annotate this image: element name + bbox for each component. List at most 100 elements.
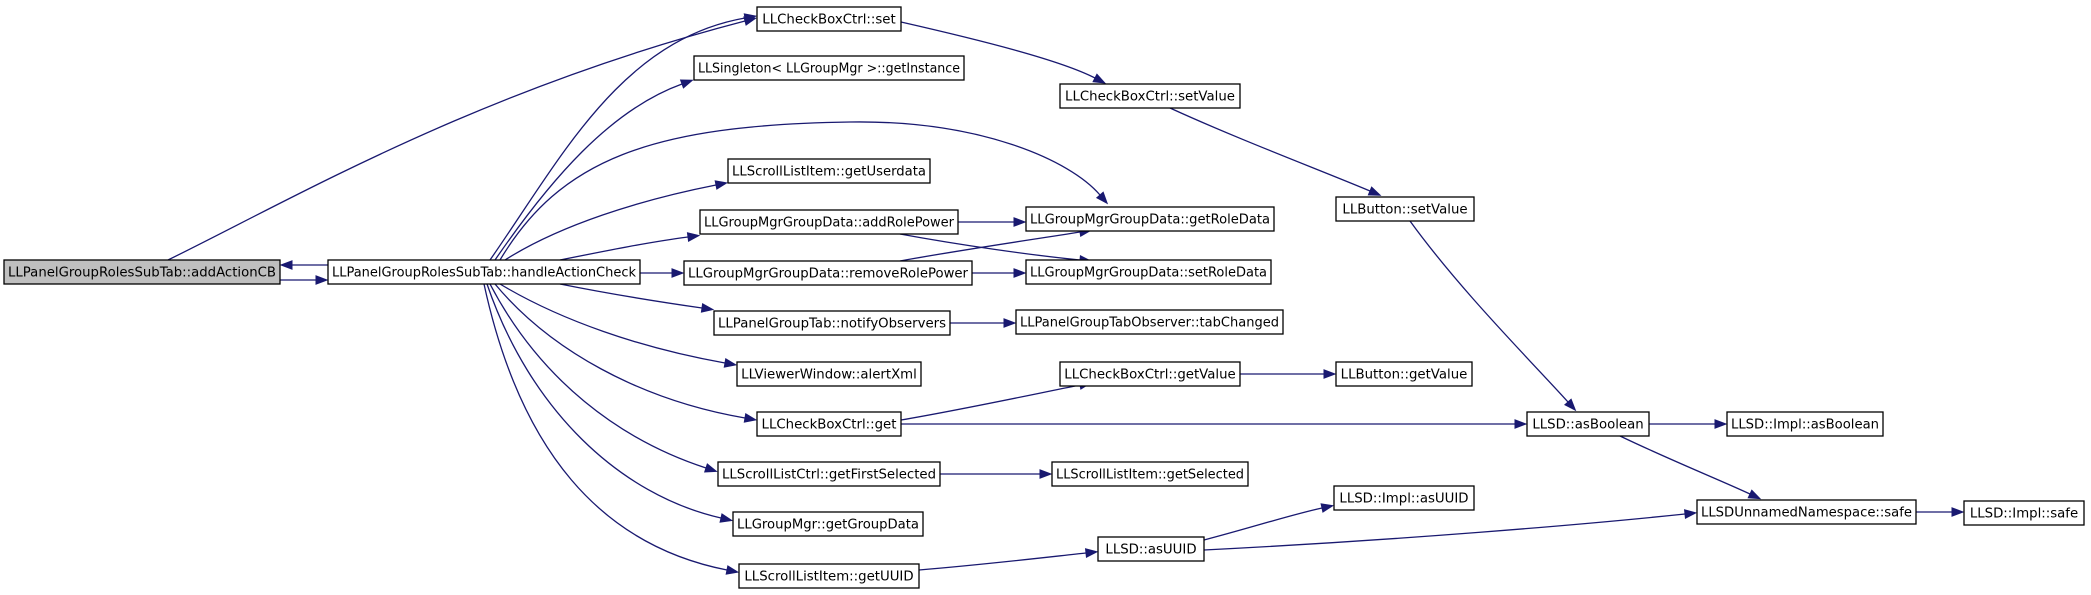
- node-box[interactable]: [1696, 499, 1917, 525]
- node-cbSetValue[interactable]: LLCheckBoxCtrl::setValue: [1059, 83, 1241, 109]
- edge-line: [1619, 435, 1751, 495]
- node-tabChanged[interactable]: LLPanelGroupTabObserver::tabChanged: [1015, 309, 1284, 335]
- node-box[interactable]: [699, 209, 959, 235]
- node-box[interactable]: [736, 361, 922, 387]
- node-box[interactable]: [1726, 411, 1884, 437]
- node-box[interactable]: [1335, 196, 1475, 222]
- node-sliGetUserdata[interactable]: LLScrollListItem::getUserdata: [727, 158, 931, 184]
- node-getFirstSelected[interactable]: LLScrollListCtrl::getFirstSelected: [717, 461, 941, 487]
- edge-btnSetValue-to-asBoolean: [1409, 220, 1577, 412]
- node-label: LLSD::Impl::safe: [1970, 507, 2078, 522]
- edge-line: [918, 552, 1087, 571]
- node-box[interactable]: [738, 563, 920, 589]
- node-box[interactable]: [756, 6, 902, 32]
- arrowhead: [1013, 268, 1027, 278]
- edge-line: [167, 20, 746, 261]
- arrowhead: [1367, 186, 1382, 196]
- arrowhead: [1013, 217, 1027, 227]
- node-label: LLGroupMgrGroupData::addRolePower: [704, 216, 955, 231]
- node-box[interactable]: [713, 310, 951, 336]
- node-box[interactable]: [727, 158, 931, 184]
- arrowhead: [671, 268, 685, 278]
- arrowhead: [743, 13, 758, 23]
- node-box[interactable]: [1015, 309, 1284, 335]
- edge-line: [499, 121, 1101, 261]
- arrowhead: [1683, 509, 1698, 519]
- node-box[interactable]: [1025, 259, 1272, 285]
- edge-line: [483, 283, 728, 571]
- node-alertXml[interactable]: LLViewerWindow::alertXml: [736, 361, 922, 387]
- node-box[interactable]: [1059, 361, 1241, 387]
- arrowhead: [315, 275, 329, 285]
- node-label: LLGroupMgrGroupData::getRoleData: [1030, 213, 1270, 228]
- node-llsdAsUUID[interactable]: LLSD::asUUID: [1097, 536, 1205, 562]
- node-asBoolean[interactable]: LLSD::asBoolean: [1526, 411, 1650, 437]
- edge-sliGetUUID-to-llsdAsUUID: [918, 548, 1099, 571]
- node-box[interactable]: [1335, 361, 1473, 387]
- node-btnGetValue[interactable]: LLButton::getValue: [1335, 361, 1473, 387]
- node-implSafe[interactable]: LLSD::Impl::safe: [1963, 500, 2085, 526]
- node-box[interactable]: [1059, 83, 1241, 109]
- node-box[interactable]: [732, 511, 924, 537]
- node-box[interactable]: [1097, 536, 1205, 562]
- edge-line: [1203, 507, 1323, 541]
- edge-getFirstSelected-to-getSelected: [940, 469, 1053, 479]
- edge-handleActionCheck-to-removeRolePower: [640, 268, 685, 278]
- arrowhead: [1323, 369, 1337, 379]
- edge-line: [1203, 513, 1686, 551]
- node-box[interactable]: [1051, 461, 1249, 487]
- node-getRoleData[interactable]: LLGroupMgrGroupData::getRoleData: [1025, 206, 1275, 232]
- node-box[interactable]: [1333, 485, 1475, 511]
- node-implAsUUID[interactable]: LLSD::Impl::asUUID: [1333, 485, 1475, 511]
- node-sliGetUUID[interactable]: LLScrollListItem::getUUID: [738, 563, 920, 589]
- node-cbGetValue[interactable]: LLCheckBoxCtrl::getValue: [1059, 361, 1241, 387]
- edge-line: [504, 184, 717, 261]
- arrowhead: [1092, 73, 1107, 84]
- node-removeRolePower[interactable]: LLGroupMgrGroupData::removeRolePower: [683, 260, 973, 286]
- node-box[interactable]: [3, 259, 281, 285]
- edge-cbSetValue-to-btnSetValue: [1169, 107, 1382, 196]
- node-label: LLGroupMgrGroupData::setRoleData: [1030, 266, 1267, 281]
- node-btnSetValue[interactable]: LLButton::setValue: [1335, 196, 1475, 222]
- node-handleActionCheck[interactable]: LLPanelGroupRolesSubTab::handleActionChe…: [327, 259, 641, 285]
- node-label: LLCheckBoxCtrl::set: [762, 13, 895, 28]
- node-addRolePower[interactable]: LLGroupMgrGroupData::addRolePower: [699, 209, 959, 235]
- node-setRoleData[interactable]: LLGroupMgrGroupData::setRoleData: [1025, 259, 1272, 285]
- arrowhead: [686, 232, 701, 242]
- node-box[interactable]: [327, 259, 641, 285]
- node-box[interactable]: [683, 260, 973, 286]
- node-notifyObservers[interactable]: LLPanelGroupTab::notifyObservers: [713, 310, 951, 336]
- arrowhead: [725, 565, 740, 575]
- node-label: LLPanelGroupTab::notifyObservers: [718, 317, 946, 332]
- edge-line: [489, 283, 707, 469]
- arrowhead: [1564, 398, 1577, 412]
- node-box[interactable]: [693, 55, 965, 81]
- node-cbSet[interactable]: LLCheckBoxCtrl::set: [756, 6, 902, 32]
- node-implAsBoolean[interactable]: LLSD::Impl::asBoolean: [1726, 411, 1884, 437]
- edge-asBoolean-to-implAsBoolean: [1649, 419, 1728, 429]
- arrowhead: [714, 180, 729, 190]
- node-box[interactable]: [1526, 411, 1650, 437]
- edge-line: [899, 233, 1081, 261]
- node-safe[interactable]: LLSDUnnamedNamespace::safe: [1696, 499, 1917, 525]
- edge-asBoolean-to-safe: [1619, 435, 1762, 500]
- node-box[interactable]: [756, 411, 902, 437]
- edge-line: [900, 384, 1081, 421]
- node-getGroupData[interactable]: LLGroupMgr::getGroupData: [732, 511, 924, 537]
- node-singletonGetInstance[interactable]: LLSingleton< LLGroupMgr >::getInstance: [693, 55, 965, 81]
- edge-handleActionCheck-to-sliGetUUID: [483, 283, 740, 575]
- edge-handleActionCheck-to-notifyObservers: [559, 283, 715, 313]
- node-label: LLSD::asUUID: [1105, 543, 1196, 558]
- node-label: LLButton::getValue: [1341, 368, 1468, 383]
- node-label: LLSD::Impl::asBoolean: [1731, 418, 1879, 433]
- node-box[interactable]: [1025, 206, 1275, 232]
- arrowhead: [1320, 503, 1335, 513]
- node-cbGet[interactable]: LLCheckBoxCtrl::get: [756, 411, 902, 437]
- node-getSelected[interactable]: LLScrollListItem::getSelected: [1051, 461, 1249, 487]
- node-addActionCB[interactable]: LLPanelGroupRolesSubTab::addActionCB: [3, 259, 281, 285]
- node-box[interactable]: [1963, 500, 2085, 526]
- arrowhead: [1095, 191, 1109, 205]
- node-box[interactable]: [717, 461, 941, 487]
- arrowhead: [1951, 507, 1965, 517]
